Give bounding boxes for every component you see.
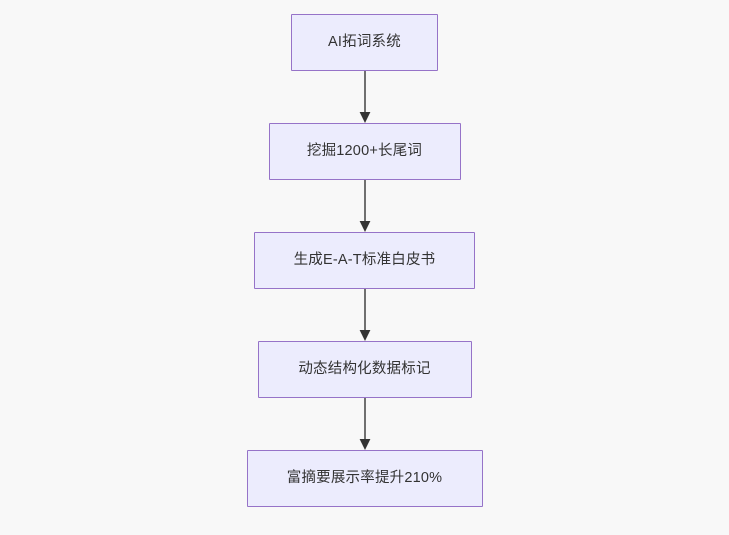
- flowchart-node-n1[interactable]: AI拓词系统: [291, 14, 438, 71]
- flowchart-node-label: 生成E-A-T标准白皮书: [293, 252, 436, 269]
- flowchart-edge-e3: [353, 289, 377, 341]
- flowchart-edge-e1: [353, 71, 377, 123]
- flowchart-node-n4[interactable]: 动态结构化数据标记: [257, 341, 472, 398]
- flowchart-node-label: 动态结构化数据标记: [298, 361, 431, 378]
- arrowhead-icon: [359, 112, 370, 123]
- flowchart-edge-e4: [353, 398, 377, 450]
- flowchart-node-label: 富摘要展示率提升210%: [286, 470, 443, 487]
- arrowhead-icon: [359, 439, 370, 450]
- flowchart-node-n5[interactable]: 富摘要展示率提升210%: [246, 450, 483, 507]
- flowchart-node-label: 挖掘1200+长尾词: [306, 143, 423, 160]
- arrowhead-icon: [359, 221, 370, 232]
- flowchart-node-n2[interactable]: 挖掘1200+长尾词: [268, 123, 461, 180]
- arrowhead-icon: [359, 330, 370, 341]
- flowchart-node-label: AI拓词系统: [328, 34, 401, 51]
- flowchart-node-n3[interactable]: 生成E-A-T标准白皮书: [254, 232, 475, 289]
- flowchart-edge-e2: [353, 180, 377, 232]
